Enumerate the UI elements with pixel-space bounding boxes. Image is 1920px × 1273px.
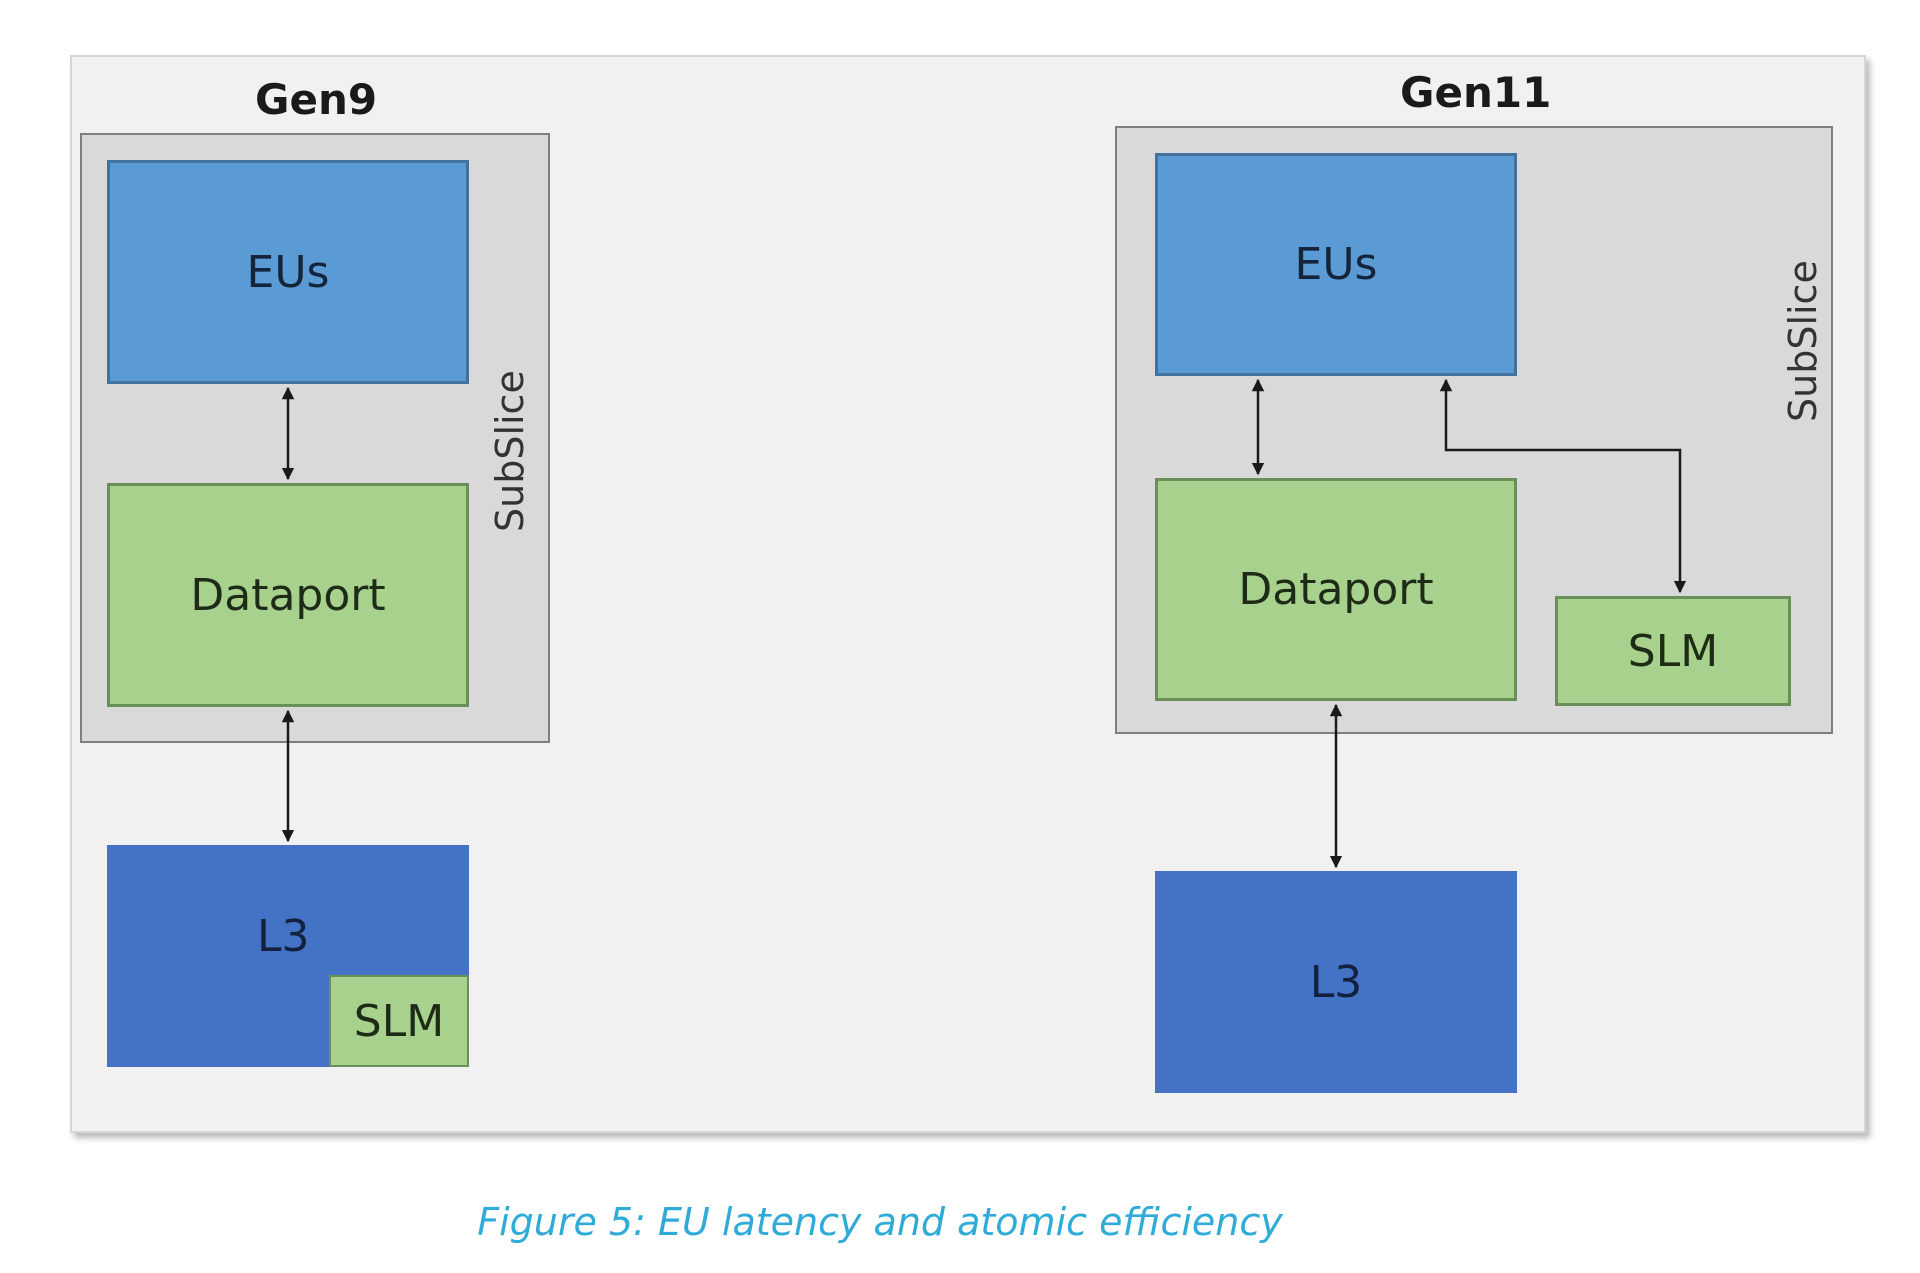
gen11-title: Gen11 <box>1400 68 1552 117</box>
gen9-dataport-block: Dataport <box>107 483 469 707</box>
figure-caption: Figure 5: EU latency and atomic efficien… <box>477 1200 1283 1244</box>
gen9-l3-label: L3 <box>257 910 310 962</box>
gen11-l3-block: L3 <box>1155 871 1517 1093</box>
gen9-slm-block: SLM <box>329 975 469 1067</box>
gen11-dataport-block: Dataport <box>1155 478 1517 701</box>
gen11-subslice-label: SubSlice <box>1781 260 1825 422</box>
gen11-slm-block: SLM <box>1555 596 1791 706</box>
gen9-eus-block: EUs <box>107 160 469 384</box>
gen11-eus-block: EUs <box>1155 153 1517 376</box>
gen9-title: Gen9 <box>255 75 378 124</box>
gen9-subslice-label: SubSlice <box>488 370 532 532</box>
